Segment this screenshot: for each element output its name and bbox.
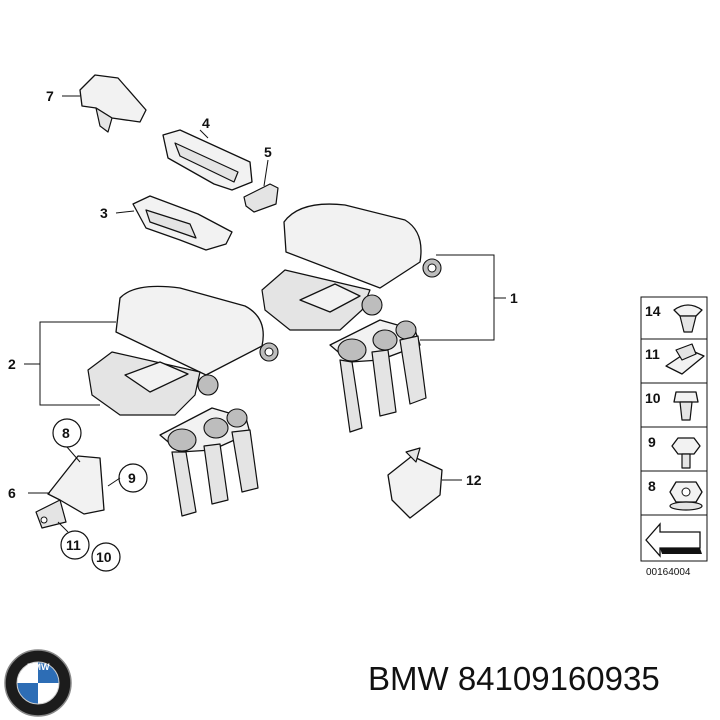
callout-1: 1 bbox=[510, 290, 518, 306]
callout-10: 10 bbox=[96, 549, 112, 565]
callout-9: 9 bbox=[128, 470, 136, 486]
legend-label-14: 14 bbox=[645, 303, 661, 319]
part-5-clip bbox=[243, 183, 279, 213]
callout-9-circle: 9 bbox=[107, 463, 148, 493]
callout-2: 2 bbox=[8, 356, 16, 372]
diagram-code: 00164004 bbox=[646, 567, 691, 578]
hex-bolt-icon bbox=[671, 437, 701, 469]
part-7-cover bbox=[79, 74, 147, 133]
legend-label-10: 10 bbox=[645, 390, 661, 406]
callout-11: 11 bbox=[66, 537, 81, 553]
logo-text: BMW bbox=[27, 662, 50, 672]
fastener-legend: 14 11 10 9 8 bbox=[640, 296, 708, 562]
part-4-channel bbox=[162, 129, 253, 191]
callout-10-circle: 10 bbox=[91, 542, 121, 572]
part-2-armrest-assembly bbox=[87, 285, 279, 517]
part-1-armrest-assembly bbox=[261, 203, 442, 433]
callout-7: 7 bbox=[46, 88, 54, 104]
part-3-tray bbox=[132, 195, 233, 251]
part-6-bracket bbox=[35, 455, 105, 529]
rivet-icon bbox=[673, 304, 703, 333]
callout-11-circle: 11 bbox=[57, 521, 90, 560]
part-number-caption: BMW 84109160935 bbox=[368, 660, 660, 697]
callout-6: 6 bbox=[8, 485, 16, 501]
direction-arrow-icon bbox=[645, 522, 702, 558]
legend-label-11: 11 bbox=[645, 346, 660, 362]
legend-label-8: 8 bbox=[648, 478, 656, 494]
legend-label-9: 9 bbox=[648, 434, 656, 450]
collar-bolt-icon bbox=[673, 391, 699, 421]
callout-4: 4 bbox=[202, 115, 210, 131]
callout-8-circle: 8 bbox=[52, 418, 82, 463]
spring-nut-icon bbox=[665, 343, 705, 375]
callout-8: 8 bbox=[62, 425, 70, 441]
part-12-cover bbox=[387, 447, 443, 519]
flange-nut-icon bbox=[669, 481, 703, 511]
callout-5: 5 bbox=[264, 144, 272, 160]
callout-12: 12 bbox=[466, 472, 482, 488]
callout-3: 3 bbox=[100, 205, 108, 221]
bmw-logo: BMW bbox=[4, 649, 72, 717]
